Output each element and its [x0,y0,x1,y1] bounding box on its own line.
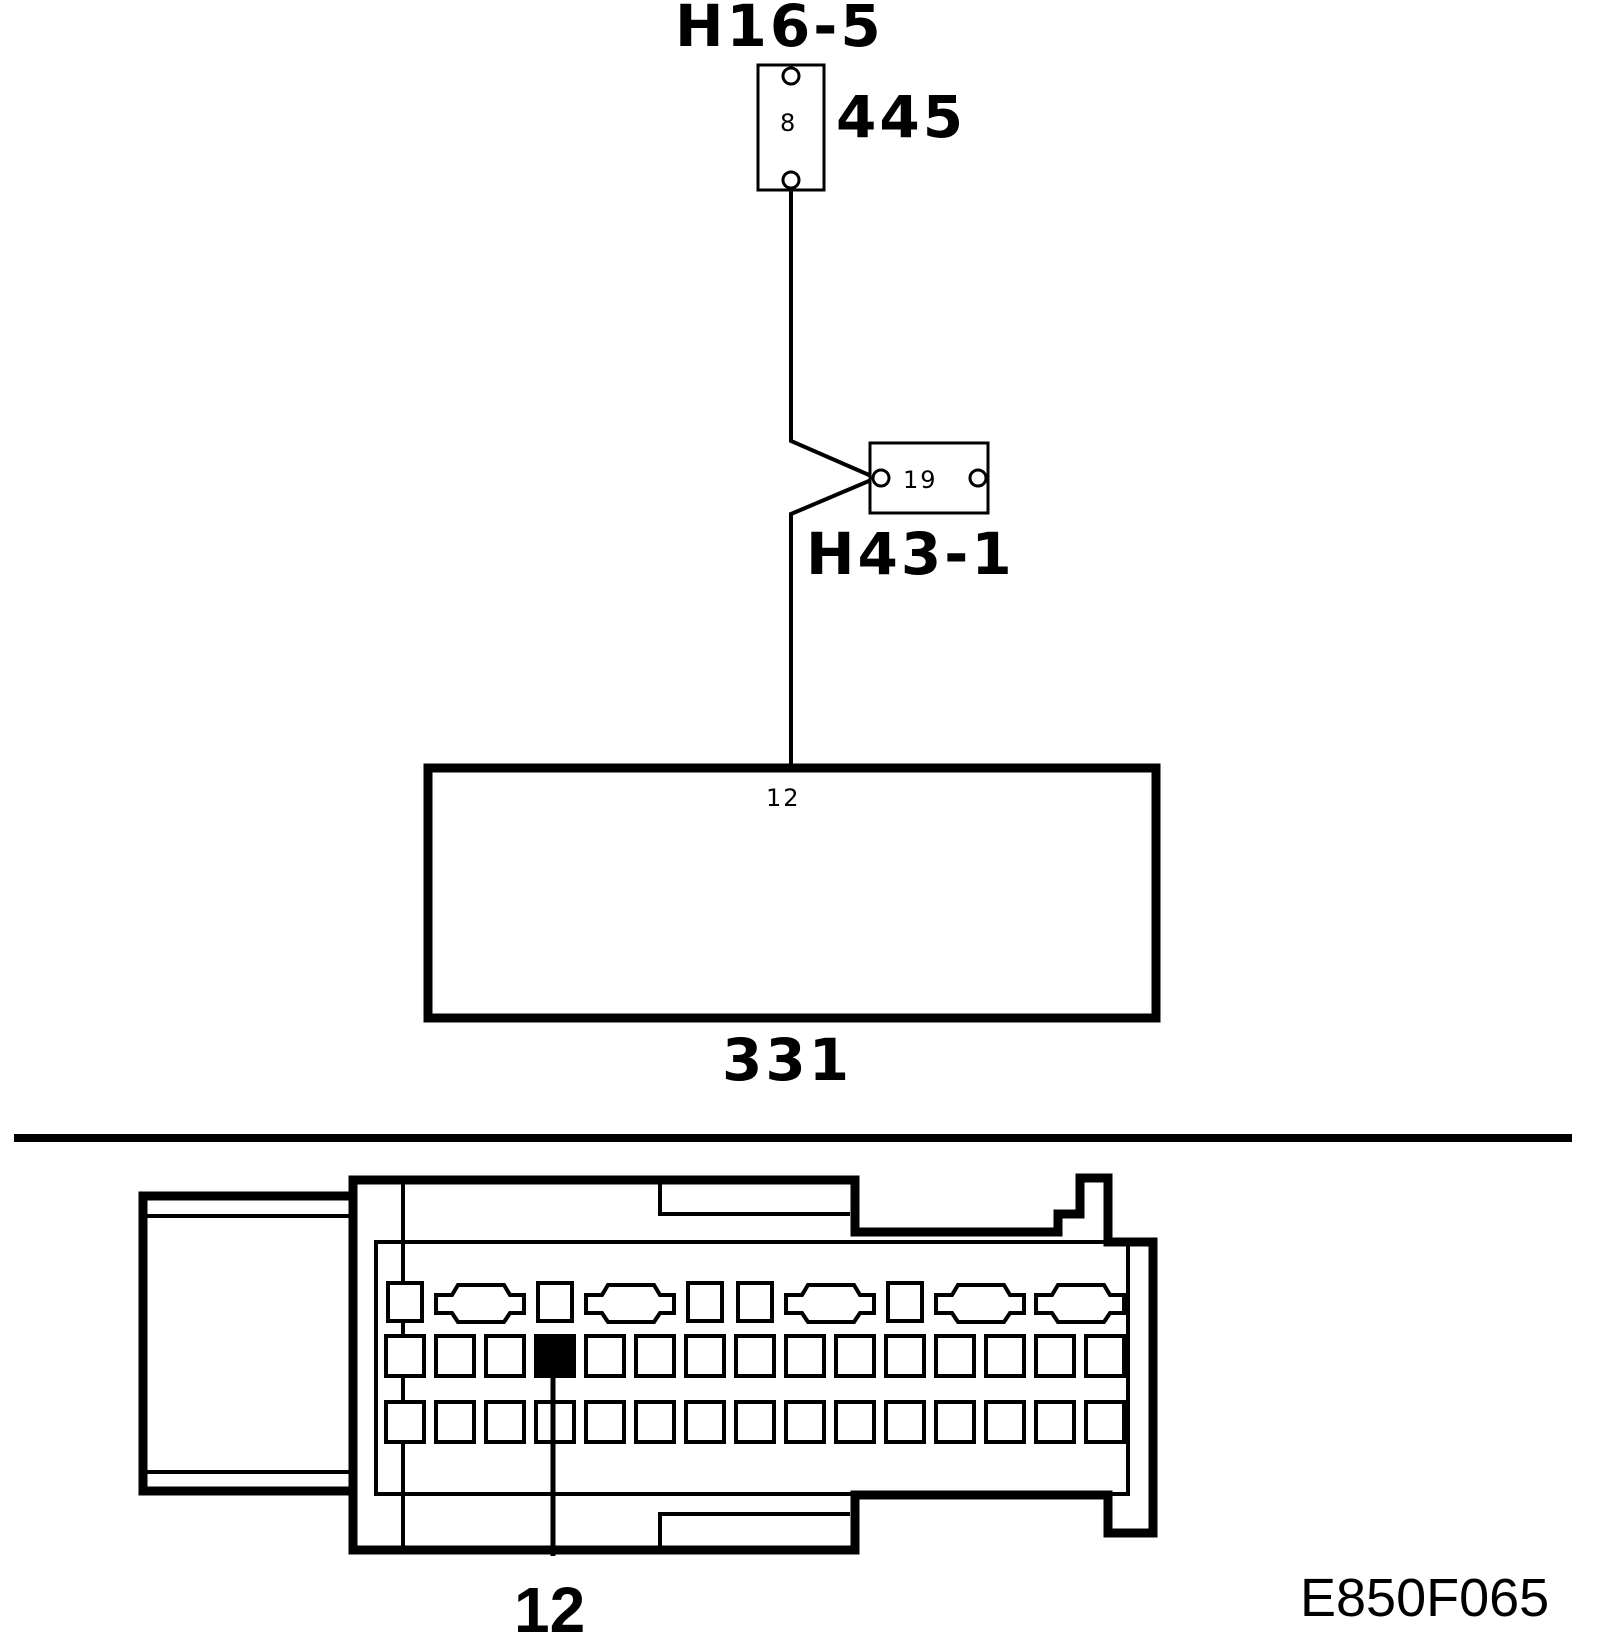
circuit-wire [789,188,882,764]
module-box [423,763,1161,1023]
cavity-row-3 [384,1400,1126,1444]
top-connector-hole-top [781,66,801,86]
connector-face [138,1173,1158,1556]
connector-latch [138,1191,358,1496]
wire-number-label: 445 [836,83,966,151]
figure-code: E850F065 [1300,1568,1549,1628]
top-connector-label: H16-5 [675,0,884,60]
top-connector-box [756,63,826,192]
highlighted-pin-label: 12 [514,1574,585,1638]
top-connector-pin: 8 [780,109,797,137]
mid-connector-label: H43-1 [806,520,1015,588]
cavity-row-1 [386,1281,1126,1324]
module-label: 331 [722,1026,852,1094]
cavity-row-2 [384,1334,1126,1378]
mid-connector-hole-right [968,468,988,488]
module-pin-label: 12 [766,784,801,812]
mid-connector-pin: 19 [903,466,938,494]
mid-connector-hole-left [871,468,891,488]
top-connector-hole-bottom [781,170,801,190]
